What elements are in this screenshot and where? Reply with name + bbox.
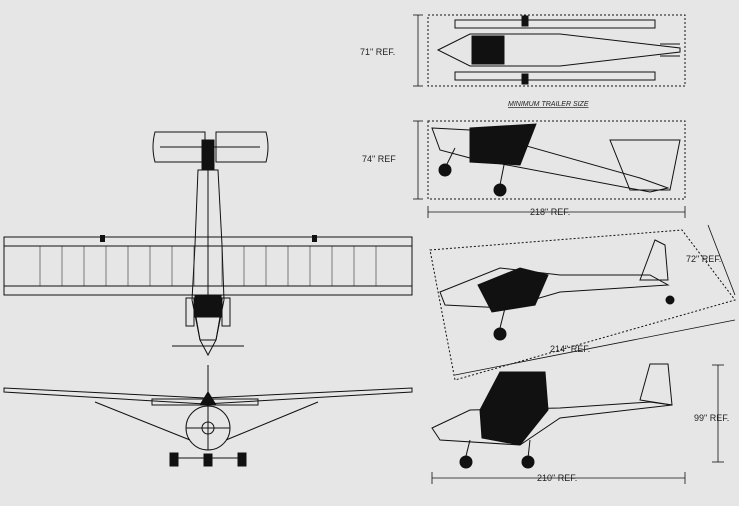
flight-side-view [431,363,673,469]
towing-height-label: 72" REF. [686,254,721,264]
folded-height-label: 74" REF [362,154,396,164]
front-view-aircraft [3,365,413,467]
flight-length-label: 210" REF. [537,473,577,483]
dimension-lines [413,14,736,484]
top-view-aircraft [3,131,413,357]
trailer-width-label: 71" REF. [360,47,395,57]
trailer-top-view [427,14,686,87]
flight-height-label: 99" REF. [694,413,729,423]
trailer-caption: MINIMUM TRAILER SIZE [508,101,589,108]
folded-length-label: 218" REF. [530,207,570,217]
towing-side-view [429,229,736,381]
towing-length-label: 214" REF. [550,344,590,354]
folded-side-view [427,120,686,200]
